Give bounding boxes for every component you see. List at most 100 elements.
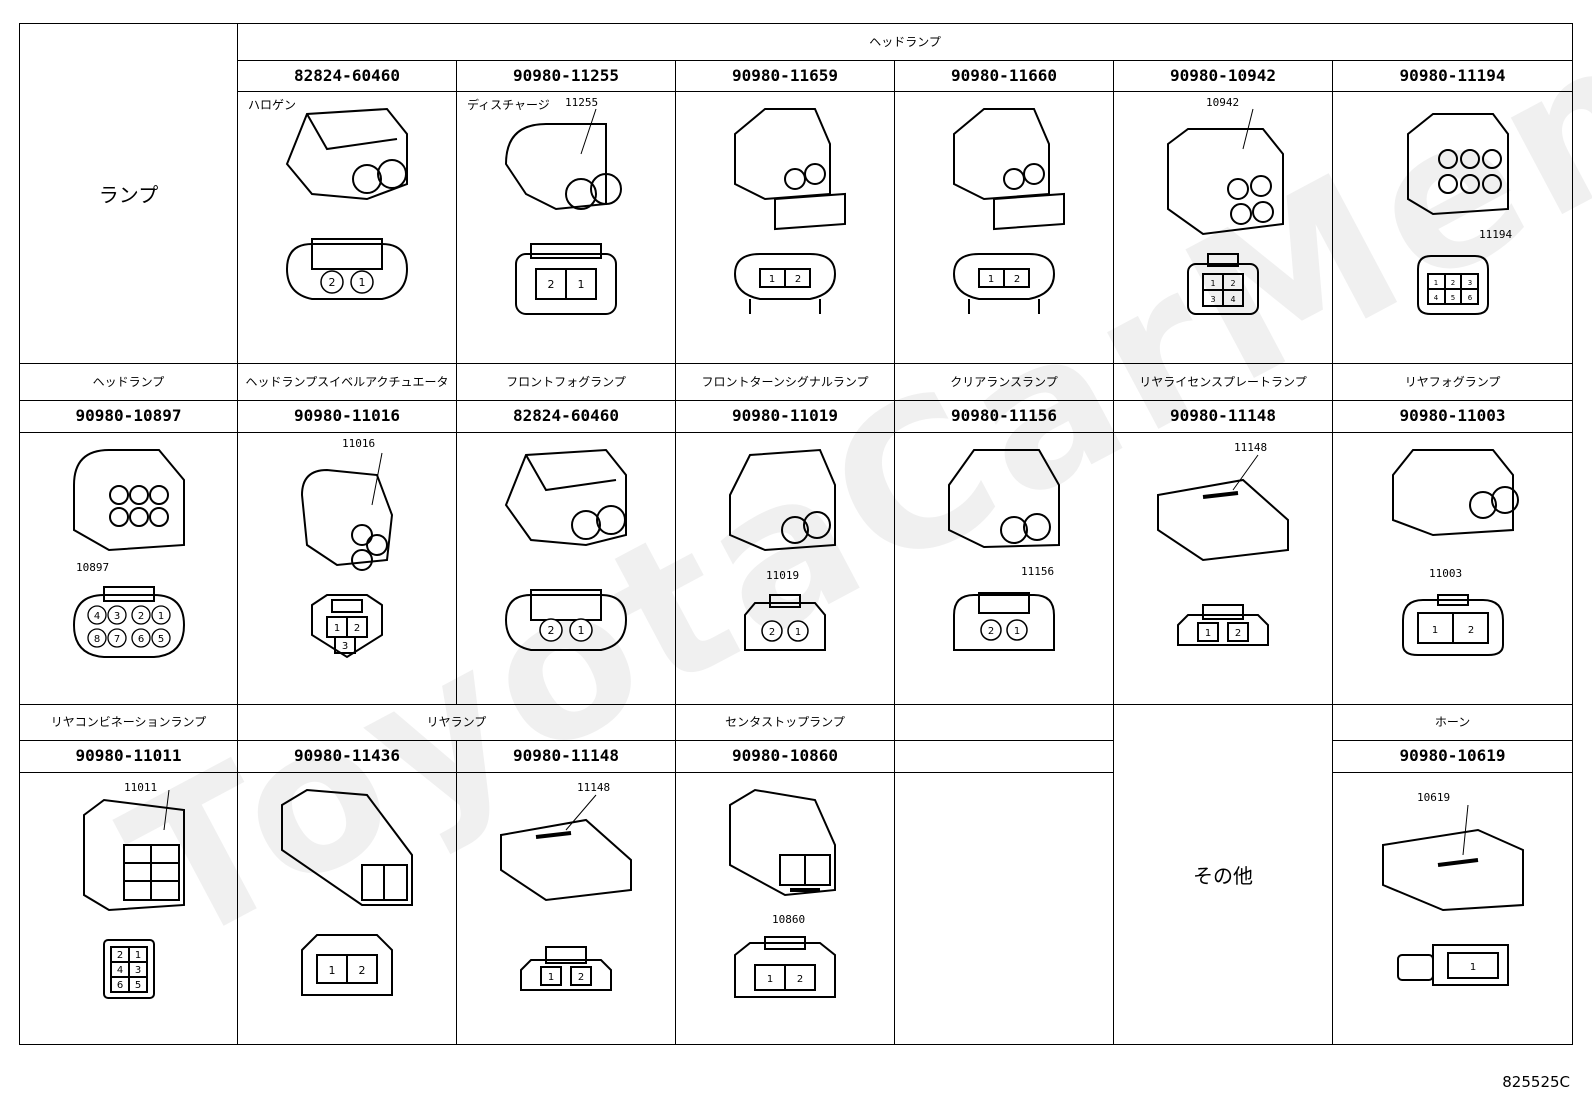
connector-drawing: 2 1 [285,108,409,301]
connector-cell: 11148 1 2 [1113,431,1333,705]
row-label-lamp: ランプ [19,22,238,365]
pin-label: 1 [1433,279,1437,287]
part-number: 90980-11255 [456,59,676,93]
pin-label: 1 [359,276,366,289]
pin-label: 2 [797,974,803,985]
pin-label: 4 [93,611,99,622]
pin-label: 2 [548,278,555,291]
pin-label: 6 [116,980,122,991]
pin-label: 1 [1014,626,1020,637]
pin-label: 6 [1467,294,1472,302]
pin-label: 2 [137,611,143,622]
category-label: リヤランプ [237,703,676,742]
pin-numbers: 2 1 [320,270,374,295]
connector-cell: ディスチャージ 11255 2 1 [456,91,676,365]
category-label [894,703,1114,742]
category-label: センタストップランプ [675,703,895,742]
connector-cell: 1 2 [237,771,457,1046]
pin-label: 5 [1450,294,1454,302]
pin-label: 8 [93,634,99,645]
pin-label: 4 [116,965,122,976]
pin-label: 4 [1433,294,1438,302]
empty-cell [894,771,1114,1046]
connector-cell: 1 2 [894,91,1114,365]
connector-drawing: 1 2 3 [300,452,394,658]
category-label: リヤライセンスプレートランプ [1113,363,1333,401]
pin-label: 3 [1467,279,1471,287]
part-number: 90980-11660 [894,59,1114,93]
pin-label: 1 [329,964,336,977]
part-number: 90980-11156 [894,399,1114,433]
part-number: 90980-10860 [675,740,895,773]
part-number: 90980-11003 [1331,399,1574,433]
connector-drawing: 1 [1381,804,1524,986]
pin-label: 3 [342,641,348,652]
category-label: リヤコンビネーションランプ [19,703,238,742]
pin-label: 1 [1205,628,1211,639]
pin-label: 2 [1014,274,1020,285]
connector-table-sheet: ランプ ヘッドランプ 82824-60460 90980-11255 90980… [19,22,1574,1046]
pin-label: 1 [157,611,163,622]
category-label: ヘッドランプ [19,363,238,401]
callout-number: 11148 [577,780,611,794]
category-headlamp: ヘッドランプ [236,23,1574,61]
pin-label: 7 [113,634,119,645]
pin-label: 2 [1235,628,1241,639]
part-number: 90980-11194 [1331,59,1574,93]
callout-number: 11255 [565,96,599,110]
connector-cell: ハロゲン 2 1 [237,91,457,365]
pin-label: 5 [134,980,140,991]
connector-table: ランプ ヘッドランプ 82824-60460 90980-11255 90980… [19,22,1574,1046]
pin-label: 2 [1467,625,1473,636]
callout-number: 11003 [1429,566,1463,580]
connector-cell: 10619 1 [1331,771,1574,1046]
part-number: 90980-11148 [1113,399,1333,433]
pin-label: 2 [548,624,555,637]
pin-label: 3 [113,611,119,622]
connector-cell: 10897 4 3 2 1 8 7 6 [19,431,238,705]
connector-note: ハロゲン [248,98,297,113]
part-number: 90980-11148 [456,740,676,773]
connector-drawing: 2 1 [504,448,628,651]
category-label: フロントターンシグナルランプ [675,363,895,401]
pin-label: 4 [1230,295,1235,304]
category-label: ホーン [1331,703,1574,742]
connector-note: ディスチャージ [467,98,550,113]
connector-drawing: 1 2 [729,788,836,998]
pin-label: 2 [1450,279,1454,287]
pin-label: 1 [578,278,585,291]
callout-number: 10942 [1206,96,1240,110]
pin-label: 2 [769,627,775,638]
connector-drawing: 1 2 3 4 [1167,109,1284,316]
pin-label: 1 [769,274,775,285]
callout-number: 11194 [1479,228,1513,242]
connector-cell: 11003 1 2 [1331,431,1574,705]
callout-number: 11016 [342,436,376,450]
connector-cell: 11156 2 1 [894,431,1114,705]
pin-label: 1 [1210,279,1215,288]
category-label: ヘッドランプスイベルアクチュエータ [237,363,457,401]
connector-drawing: 2 1 4 3 6 5 [82,789,185,999]
part-number: 90980-10897 [19,399,238,433]
connector-drawing: 4 3 2 1 8 7 6 5 [72,448,185,658]
category-label: リヤフォグランプ [1331,363,1574,401]
pin-label: 3 [1210,295,1215,304]
pin-label: 1 [334,623,340,634]
callout-number: 11156 [1021,564,1055,578]
pin-label: 2 [116,950,122,961]
connector-drawing: 2 1 [729,448,836,651]
connector-drawing: 2 1 [504,109,622,316]
pin-label: 3 [134,965,140,976]
pin-label: 2 [359,964,366,977]
connector-drawing: 1 2 [1391,448,1519,656]
connector-cell: 10860 1 2 [675,771,895,1046]
part-number: 90980-11016 [237,399,457,433]
connector-cell: 10942 1 2 3 4 [1113,91,1333,365]
part-number: 82824-60460 [456,399,676,433]
pin-label: 2 [329,276,336,289]
connector-cell: 11016 1 2 3 [237,431,457,705]
callout-number: 10619 [1417,790,1451,804]
part-number: 90980-11659 [675,59,895,93]
part-number: 90980-10942 [1113,59,1333,93]
pin-label: 1 [578,624,585,637]
